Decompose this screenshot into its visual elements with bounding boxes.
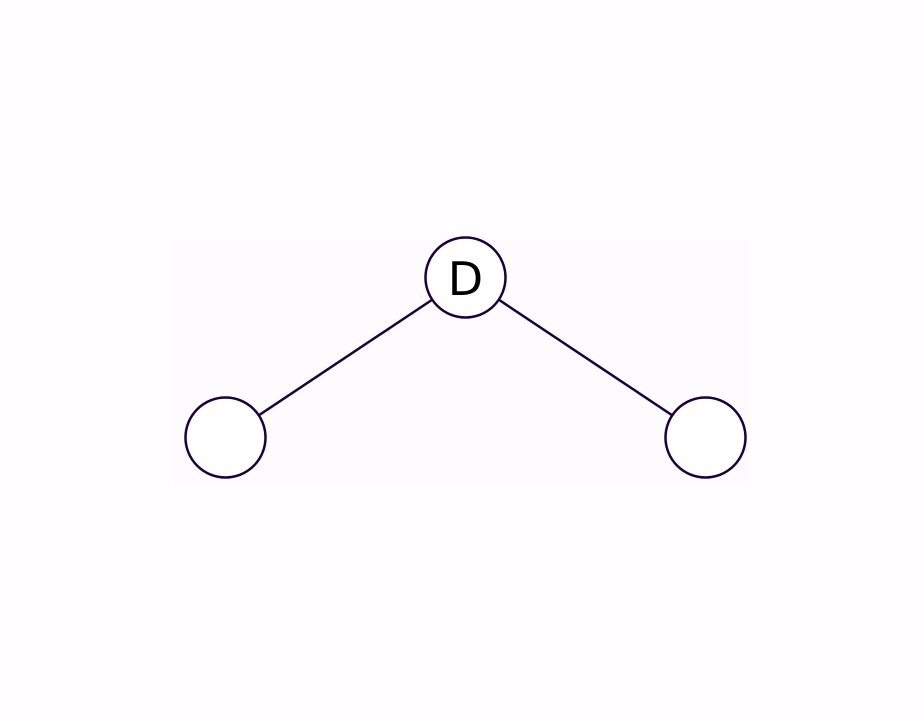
tree-node-right-child [664,396,747,479]
tree-node-left-child [184,396,267,479]
edges [224,276,707,439]
nodes: D [184,236,747,479]
edge-root-right-child [464,276,707,439]
edge-root-left-child [224,276,467,439]
node-label-root: D [448,252,483,306]
node-circle-left-child [184,396,267,479]
node-circle-root [424,236,507,319]
node-circle-right-child [664,396,747,479]
tree-node-root: D [424,236,507,319]
